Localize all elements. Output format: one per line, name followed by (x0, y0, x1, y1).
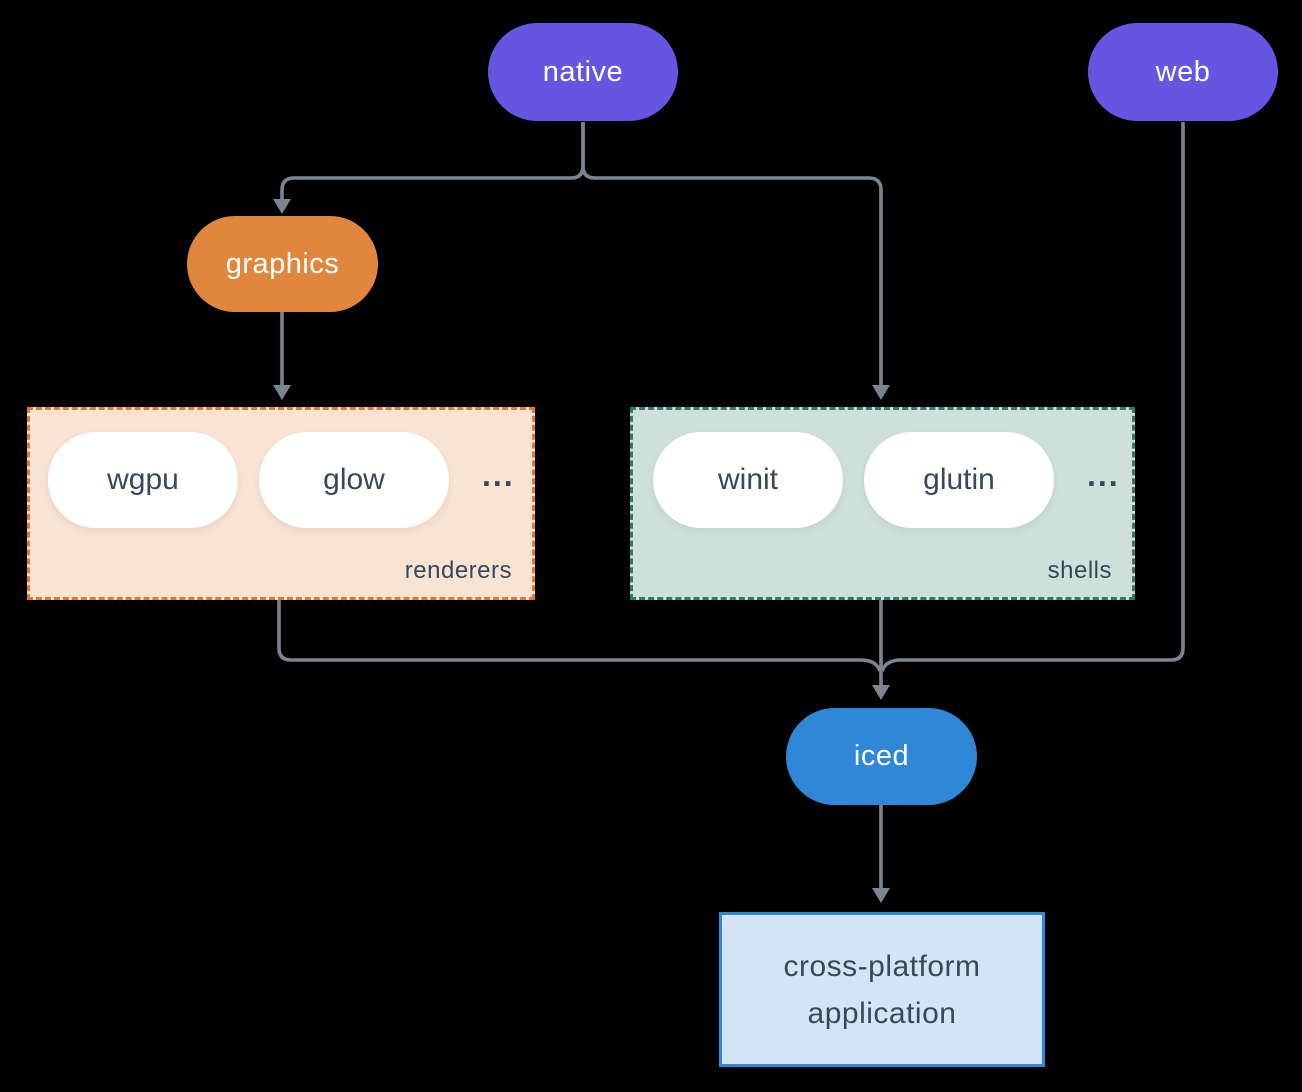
shells-group-label: shells (1047, 557, 1112, 584)
renderers-group-label: renderers (404, 557, 512, 584)
node-wgpu: wgpu (48, 432, 238, 528)
node-winit-label: winit (717, 463, 778, 496)
node-glow-label: glow (323, 463, 385, 496)
node-web-label: web (1155, 55, 1211, 88)
node-glow: glow (259, 432, 449, 528)
renderers-row: wgpu glow ... (48, 432, 515, 528)
node-wgpu-label: wgpu (107, 463, 179, 496)
node-winit: winit (653, 432, 843, 528)
application-label-line2: application (807, 996, 957, 1030)
node-native: native (488, 23, 678, 121)
node-glutin: glutin (864, 432, 1054, 528)
shells-row: winit glutin ... (653, 432, 1120, 528)
node-application: cross-platform application (719, 912, 1045, 1067)
node-graphics-label: graphics (225, 247, 340, 280)
arrowhead-renderers (273, 385, 291, 400)
edge-native-graphics (280, 122, 585, 200)
edge-web-iced (880, 122, 1185, 672)
group-shells: winit glutin ... shells (630, 407, 1135, 600)
renderers-ellipsis: ... (482, 456, 515, 493)
application-label-line1: cross-platform (783, 949, 981, 983)
arrowhead-shells (872, 385, 890, 400)
group-renderers: wgpu glow ... renderers (27, 407, 535, 600)
node-graphics: graphics (187, 216, 378, 312)
node-iced: iced (786, 708, 977, 805)
arrowhead-iced (872, 685, 890, 700)
node-iced-label: iced (853, 740, 910, 772)
node-glutin-label: glutin (923, 463, 995, 496)
arrowhead-graphics (273, 199, 291, 214)
edge-native-shells (581, 122, 883, 386)
node-native-label: native (542, 55, 624, 88)
shells-ellipsis: ... (1087, 456, 1120, 493)
edge-renderers-iced (277, 600, 882, 672)
arrowhead-application (872, 888, 890, 903)
node-web: web (1088, 23, 1278, 121)
